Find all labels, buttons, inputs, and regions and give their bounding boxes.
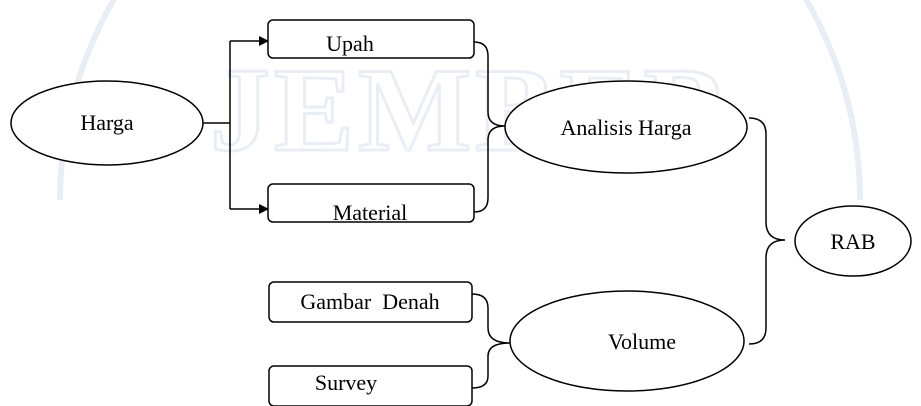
analisis-harga-ellipse bbox=[504, 80, 748, 174]
material-box bbox=[267, 183, 475, 223]
volume-ellipse bbox=[509, 290, 745, 392]
node-analisis-harga: Analisis Harga bbox=[504, 80, 748, 174]
harga-branch-connector bbox=[203, 36, 269, 214]
node-rab: RAB bbox=[794, 205, 912, 277]
node-survey: Survey bbox=[268, 365, 473, 406]
node-upah: Upah bbox=[267, 19, 475, 59]
brace-gambar-survey bbox=[471, 293, 511, 389]
node-volume: Volume bbox=[509, 290, 745, 392]
harga-label: Harga bbox=[80, 110, 134, 135]
material-label: Material bbox=[333, 200, 408, 225]
gambar-denah-box bbox=[268, 281, 473, 323]
volume-label: Volume bbox=[608, 329, 676, 354]
survey-label: Survey bbox=[315, 370, 377, 395]
rab-label: RAB bbox=[830, 229, 875, 254]
brace-upah-material bbox=[473, 41, 506, 213]
node-gambar-denah: Gambar Denah bbox=[268, 281, 473, 323]
analisis-harga-label: Analisis Harga bbox=[561, 115, 692, 140]
upah-box bbox=[267, 19, 475, 59]
node-harga: Harga bbox=[10, 80, 204, 166]
upah-label: Upah bbox=[326, 31, 374, 56]
gambar-denah-label: Gambar Denah bbox=[300, 289, 439, 314]
watermark-arc bbox=[57, 0, 863, 201]
brace-analisis-volume bbox=[748, 117, 786, 345]
rab-ellipse bbox=[794, 205, 912, 277]
survey-box bbox=[268, 365, 473, 406]
node-material: Material bbox=[267, 183, 475, 225]
